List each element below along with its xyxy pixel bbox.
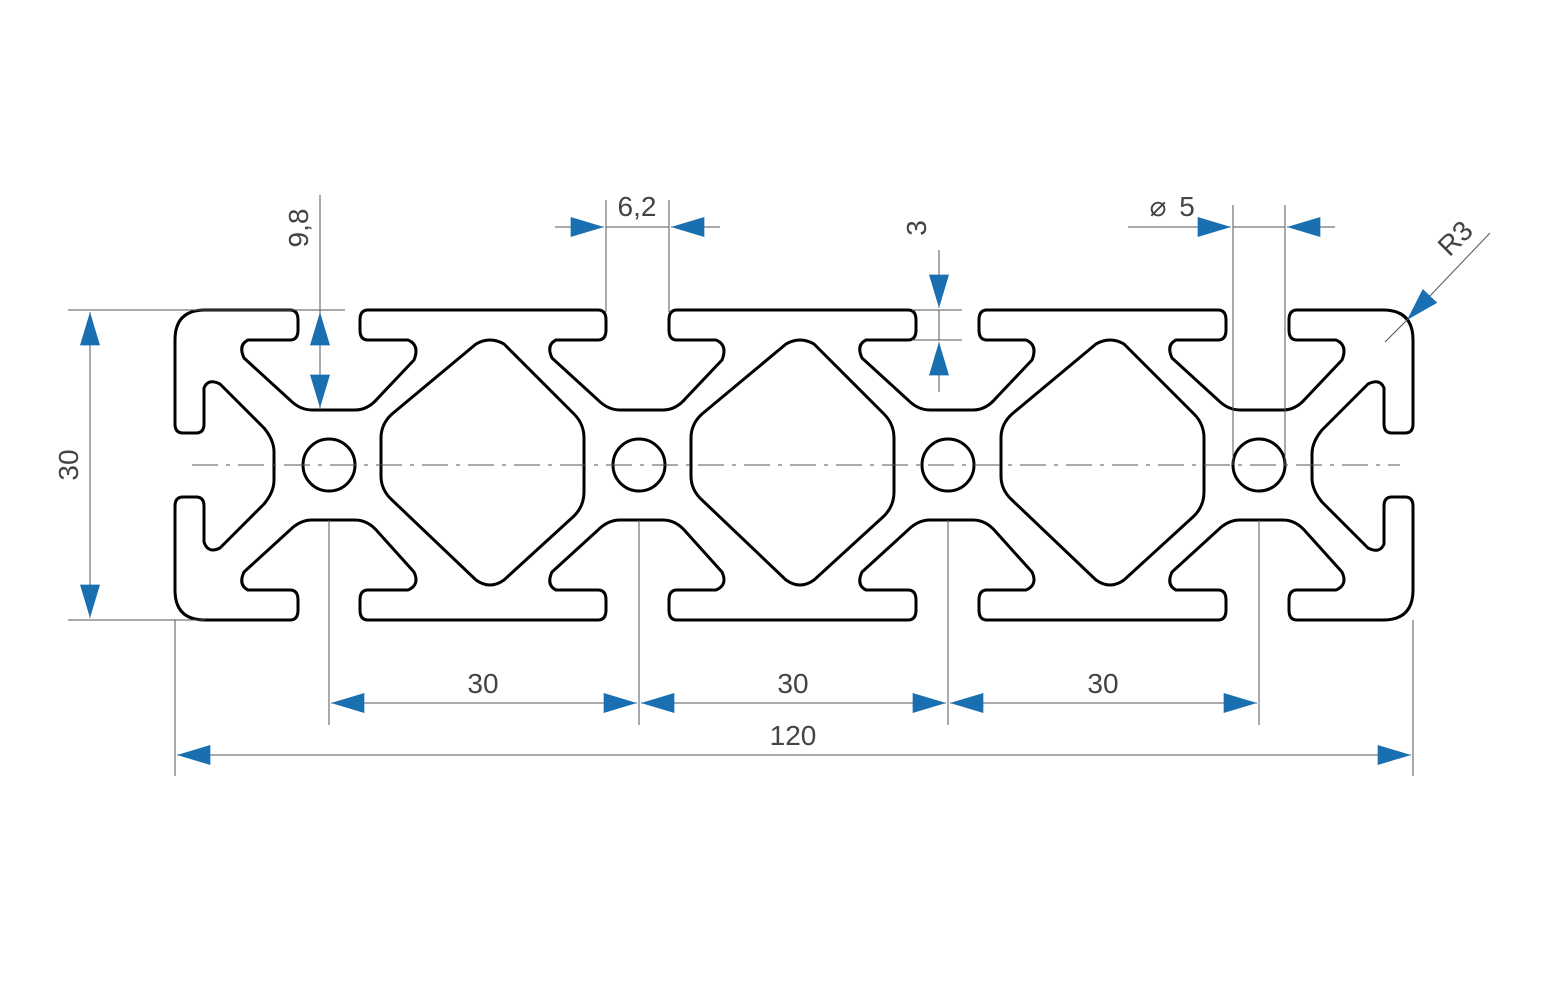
label-total: 120	[770, 720, 817, 751]
extension-lines	[68, 195, 1414, 776]
chamber-2	[689, 338, 896, 587]
chamber-3	[999, 338, 1206, 587]
chamber-1	[379, 338, 586, 587]
label-pitch-2: 30	[777, 668, 808, 699]
outer-contour	[173, 308, 1415, 622]
label-hole-diameter: 5	[1179, 191, 1195, 222]
dimension-lines	[80, 217, 1491, 765]
dim-radius-leader	[1406, 232, 1491, 321]
label-wall-thickness: 3	[901, 220, 932, 236]
diameter-symbol: ⌀	[1150, 191, 1167, 222]
label-pitch-3: 30	[1087, 668, 1118, 699]
label-height: 30	[53, 449, 84, 480]
dim-radius-tail	[1384, 319, 1408, 343]
label-pitch-1: 30	[467, 668, 498, 699]
label-corner-radius: R3	[1432, 215, 1479, 262]
dimension-labels: 30 30 30 30 120 9,8 6,2 3 ⌀ 5 R3	[53, 191, 1479, 751]
label-slot-opening: 6,2	[618, 191, 657, 222]
label-slot-depth: 9,8	[283, 209, 314, 248]
